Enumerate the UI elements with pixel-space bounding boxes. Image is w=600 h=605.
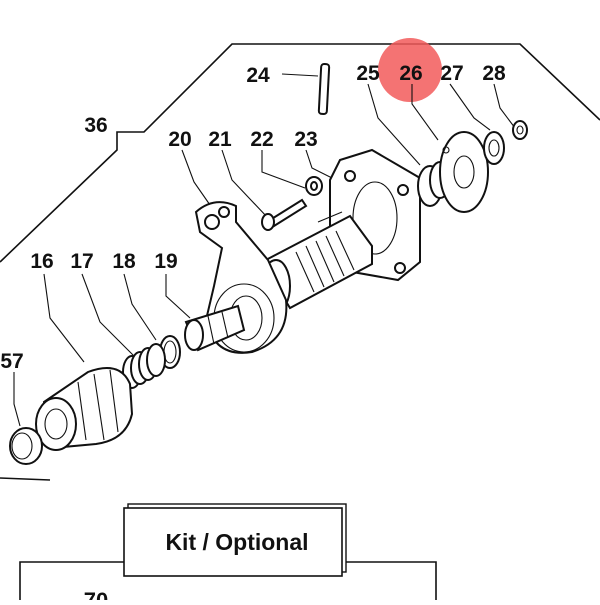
screw-part-21 [261,198,308,231]
washer-part-22 [305,176,323,196]
valve-stem-part-19 [184,304,246,352]
kit-optional-box: Kit / Optional 70 [19,503,437,605]
knob-part-16 [35,367,134,451]
callout-21: 21 [208,128,232,151]
callout-19: 19 [154,250,177,273]
spacer-part-27 [483,131,505,165]
callout-27: 27 [440,62,463,85]
cut-off-callout: 70 [84,588,108,600]
assembly-frame [0,43,600,263]
frame-bottom-edge [0,477,51,481]
callout-23: 23 [294,128,317,151]
callout-28: 28 [482,62,506,85]
spring-part-17 [122,343,166,389]
callout-16: 16 [30,250,53,273]
callout-24: 24 [246,64,270,87]
nut-part-28 [512,120,528,140]
callout-26: 26 [399,62,422,85]
callout-labels: 24 25 26 27 28 36 20 21 22 23 16 17 18 1… [0,62,506,373]
callout-25: 25 [356,62,380,85]
callout-20: 20 [168,128,191,151]
highlight-marker [378,38,442,102]
callout-18: 18 [112,250,136,273]
callout-36: 36 [84,114,107,137]
kit-optional-label: Kit / Optional [165,529,308,555]
callout-17: 17 [70,250,93,273]
callout-57: 57 [0,350,23,373]
pin-part-24 [317,62,331,116]
leader-lines [13,73,516,427]
callout-22: 22 [250,128,273,151]
cap-part-57 [9,427,43,465]
disc-part-26 [439,131,489,213]
